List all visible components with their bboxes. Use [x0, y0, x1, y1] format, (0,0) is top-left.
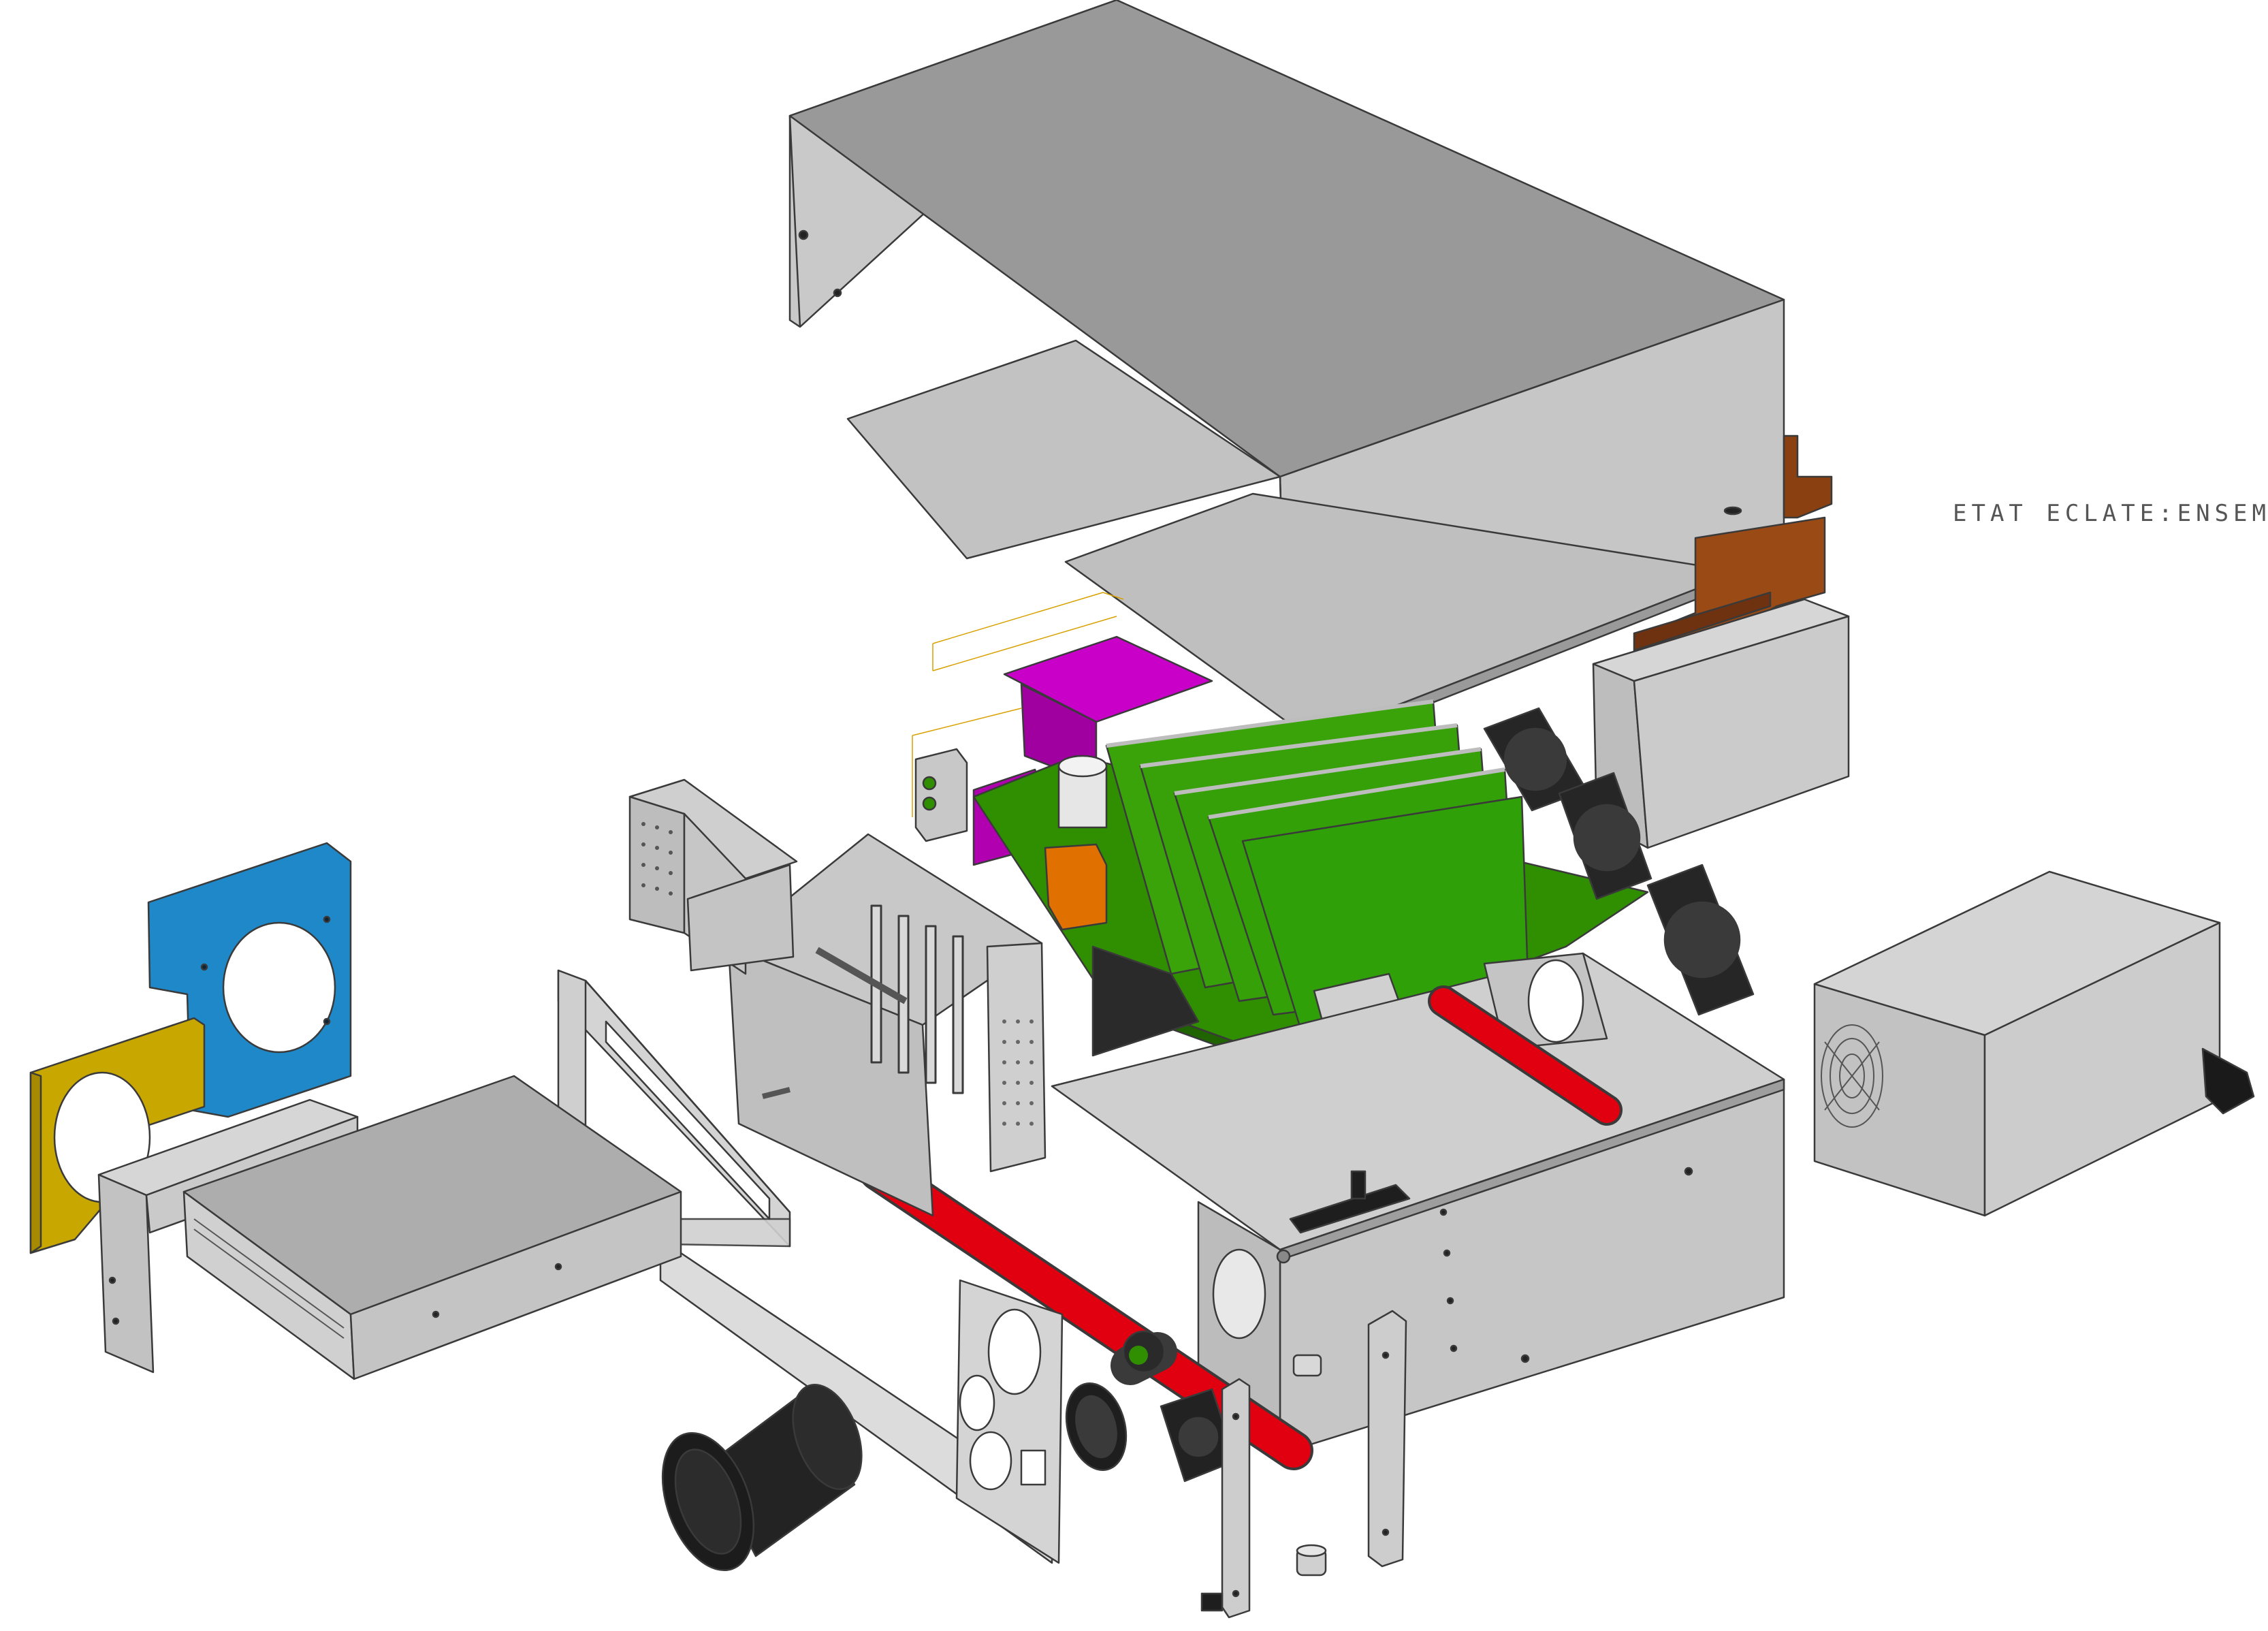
rear-brown-bracket	[1633, 434, 1833, 655]
orange-part	[1044, 843, 1108, 931]
expansion-cards	[1105, 699, 1530, 1030]
card-cage-grille-icon	[1002, 1019, 1034, 1126]
optical-drive	[182, 1075, 682, 1380]
front-face-plate	[659, 1252, 1064, 1564]
rear-fans	[1483, 707, 1755, 1016]
spacers	[1296, 1544, 1327, 1577]
front-fan	[1160, 1388, 1237, 1483]
rear-fan-1	[1483, 707, 1588, 812]
rear-fan-3	[1646, 864, 1755, 1016]
connector-block	[914, 748, 968, 842]
perforated-bracket	[628, 778, 798, 975]
wireframe-outline	[912, 592, 1124, 817]
perforated-bracket-holes-icon	[641, 822, 673, 896]
rear-shield-box	[1592, 598, 1850, 849]
rear-fan-2	[1558, 772, 1652, 900]
side-rail-left	[1200, 1378, 1251, 1619]
top-plate-left	[846, 339, 1281, 560]
capacitor	[1057, 755, 1108, 829]
exploded-state-label: ETAT ECLATE:ENSEMBLE	[1953, 500, 2268, 527]
psu-fan-grille-icon	[1821, 1024, 1883, 1128]
side-rail-right	[1367, 1310, 1407, 1568]
black-ring	[1065, 1382, 1128, 1471]
black-port-tube	[661, 1384, 863, 1572]
power-supply	[1813, 870, 2255, 1217]
card-cage	[727, 833, 1047, 1217]
